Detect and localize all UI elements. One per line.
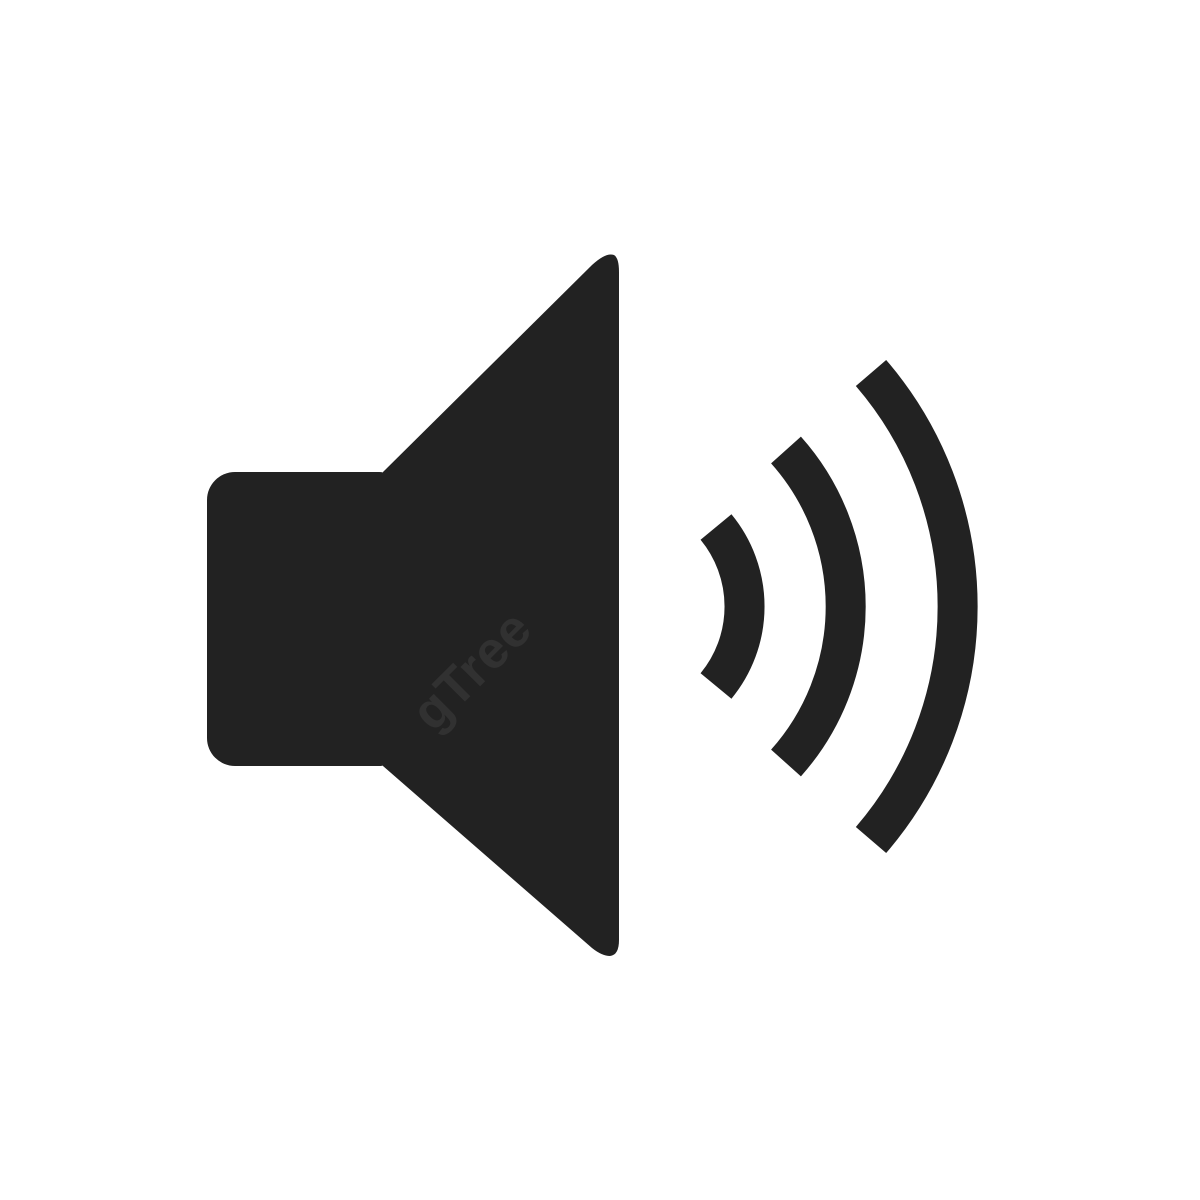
sound-wave-large — [855, 359, 978, 854]
speaker-body-icon — [207, 254, 619, 956]
sound-wave-small — [700, 514, 765, 699]
sound-wave-medium — [770, 436, 866, 777]
sound-waves-icon — [700, 359, 978, 854]
speaker-cone — [383, 254, 619, 956]
speaker-box — [207, 472, 407, 766]
